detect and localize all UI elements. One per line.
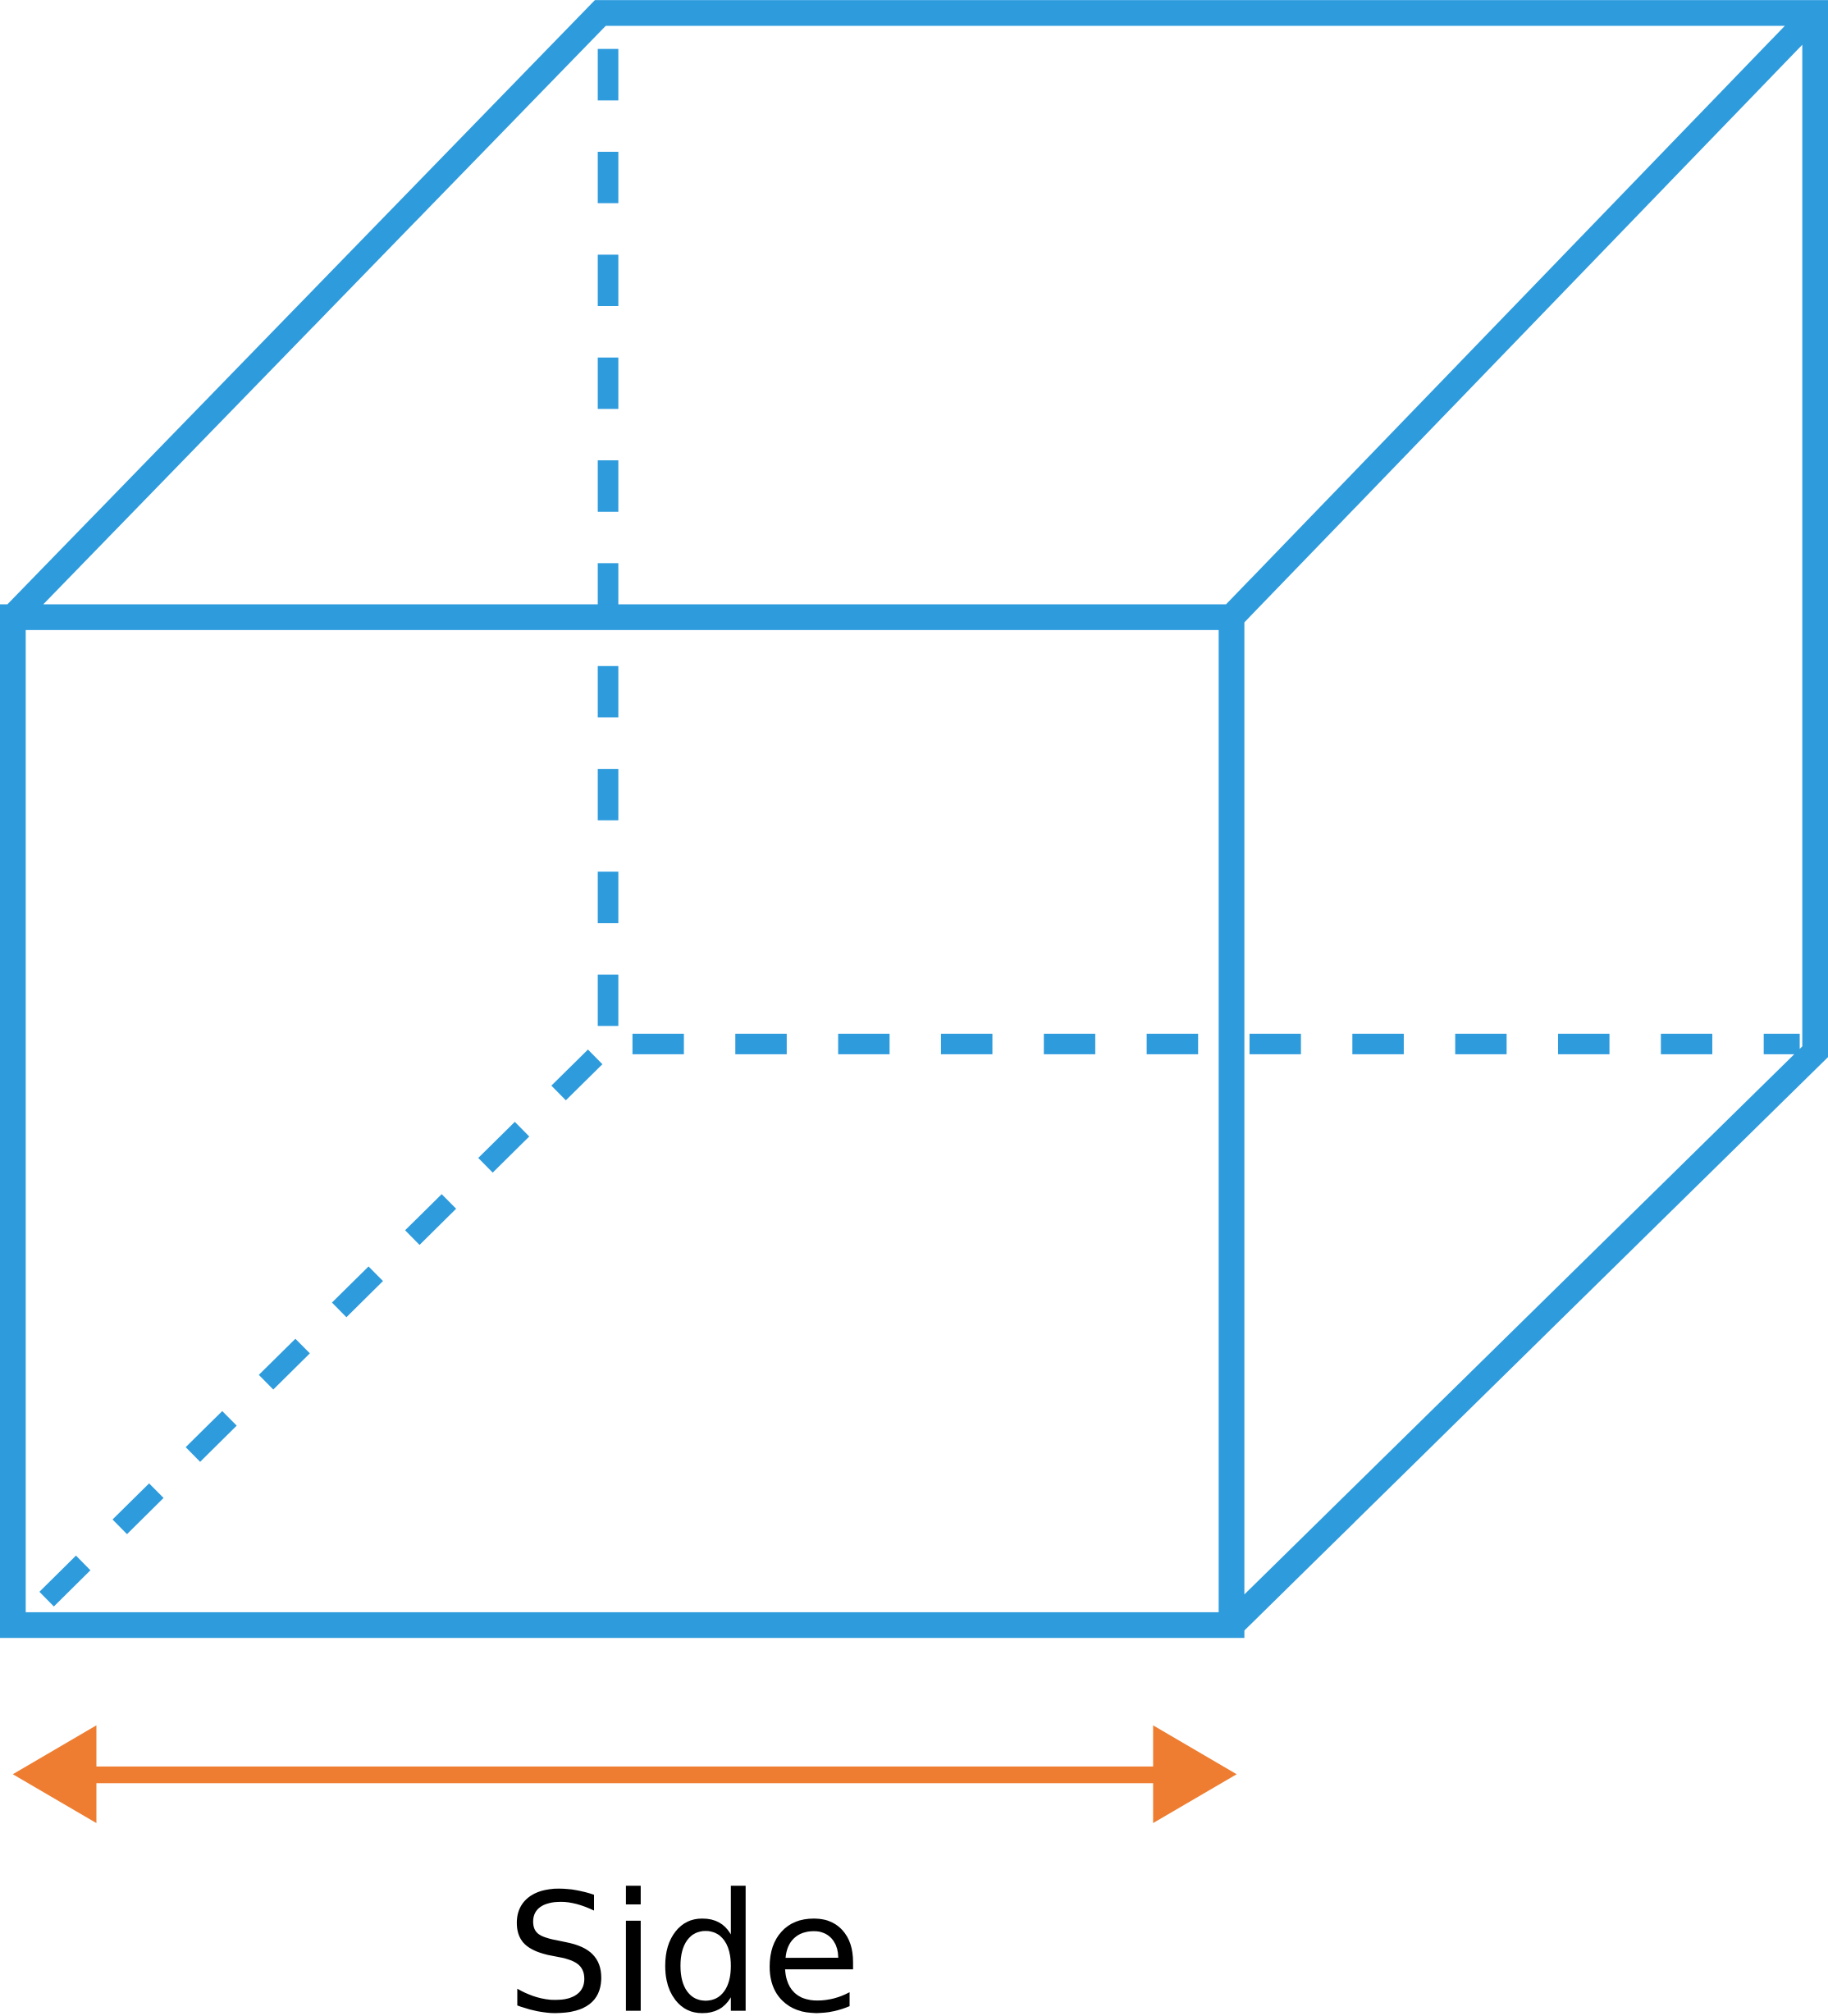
top-face [3,0,1828,627]
hidden-edge-depth [31,1049,603,1615]
side-label: Side [506,1859,862,2016]
front-face [0,604,1245,1639]
arrow-head-left [12,1725,97,1823]
arrow-shaft [89,1766,1160,1784]
visible-edges [0,0,1828,1639]
hidden-edges [31,48,1800,1615]
side-arrow [12,1725,1237,1823]
arrow-head-right [1153,1725,1237,1823]
right-face [1222,12,1828,1634]
